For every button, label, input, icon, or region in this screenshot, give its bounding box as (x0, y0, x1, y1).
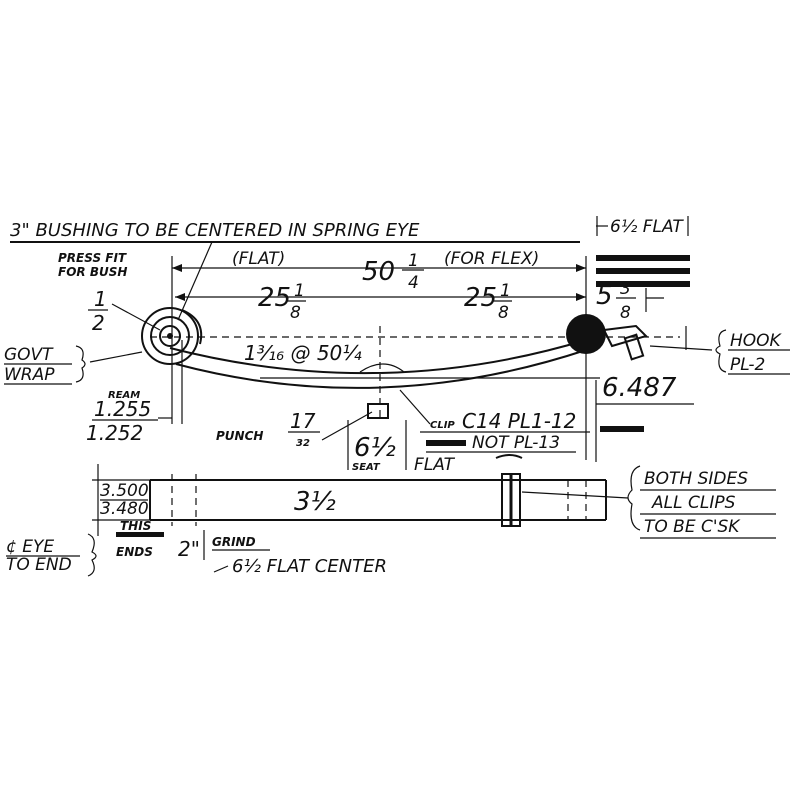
main-leaf-bottom (175, 349, 587, 389)
punch-num: 17 (290, 409, 316, 433)
dim-6487: 6.487 (602, 373, 677, 403)
right-spring-eye (566, 314, 606, 354)
punch-leader (321, 411, 373, 441)
ream-value2: 1.252 (86, 421, 143, 445)
plan-clip-leader (521, 491, 629, 499)
this-ends-line2: ENDS (116, 545, 153, 559)
both-sides-line1: BOTH SIDES (644, 469, 748, 489)
punch-den: 32 (296, 438, 310, 449)
arch-note: 1³⁄₁₆ @ 50¼ (244, 341, 362, 365)
hook-body (602, 324, 648, 348)
half-arrow-right (576, 293, 586, 301)
clip-leader (399, 389, 431, 425)
center-seat (367, 403, 389, 419)
half-right-num: 1 (500, 281, 511, 301)
eye-size-leader (111, 303, 161, 331)
half-left-whole: 25 (258, 283, 291, 313)
ream-label: REAM (108, 390, 140, 401)
hook-note-line2: PL-2 (730, 355, 765, 375)
half-left-num: 1 (294, 281, 305, 301)
right-dim-num: 3 (620, 279, 631, 299)
this-ends-bar (116, 532, 164, 537)
grind-value: 2" (178, 537, 200, 561)
overall-length-den: 4 (408, 273, 419, 293)
punch-label: PUNCH (216, 429, 263, 443)
right-dim-whole: 5 (596, 281, 613, 311)
title-leader (177, 241, 213, 321)
flat-center-note: 6½ FLAT CENTER (232, 556, 387, 577)
leaf-mark-bar-2 (596, 268, 690, 274)
clip-mark-bar (426, 440, 466, 446)
seat-flat: FLAT (414, 455, 456, 475)
press-fit-line1: PRESS FIT (58, 251, 127, 265)
overall-length-whole: 50 (362, 257, 395, 287)
hook-clip (623, 333, 645, 361)
center-bolt-arc (359, 363, 405, 373)
seat-value: 6½ (354, 433, 396, 463)
width-value1: 3.500 (100, 481, 149, 501)
overall-length-num: 1 (408, 251, 419, 271)
spring-eye-center (167, 333, 173, 339)
govt-wrap-brace (75, 345, 86, 383)
eye-to-end-line1: ¢ EYE (6, 537, 54, 557)
title-text: 3" BUSHING TO BE CENTERED IN SPRING EYE (10, 220, 420, 241)
half-arrow-left (175, 293, 185, 301)
right-mark-bar (600, 426, 644, 432)
spring-eye-mid (150, 316, 190, 356)
flat-center-arrow (213, 565, 229, 573)
plan-clip-top (495, 454, 523, 459)
half-right-whole: 25 (464, 283, 497, 313)
right-dim-den: 8 (620, 303, 631, 323)
eye-size-num: 1 (94, 287, 107, 311)
half-left-den: 8 (290, 303, 301, 323)
spring-eye-wrap (181, 309, 203, 345)
for-flex-label: (FOR FLEX) (444, 249, 539, 269)
hook-note-line1: HOOK (730, 331, 783, 351)
govt-wrap-leader (89, 351, 143, 363)
clip-not-text: NOT PL-13 (472, 433, 560, 453)
grind-label: GRIND (212, 535, 256, 549)
this-ends-line1: THIS (120, 519, 151, 533)
both-sides-line3: TO BE C'SK (644, 517, 741, 537)
hook-leader (649, 345, 713, 351)
main-leaf-top (169, 339, 587, 375)
govt-wrap-line1: GOVT (4, 345, 54, 365)
clip-label: CLIP (430, 420, 455, 431)
spring-eye-inner (159, 325, 181, 347)
both-sides-line2: ALL CLIPS (651, 493, 736, 513)
both-sides-brace (627, 465, 641, 531)
flat-label: (FLAT) (232, 249, 285, 269)
flat-top-note: 6½ FLAT (610, 217, 684, 237)
govt-wrap-line2: WRAP (4, 365, 55, 385)
width-value2: 3.480 (100, 499, 149, 519)
overall-arrow-left (172, 264, 182, 272)
leaf-mark-bar-3 (596, 281, 690, 287)
ream-value1: 1.255 (94, 397, 151, 421)
eye-size-den: 2 (92, 311, 105, 335)
eye-to-end-line2: TO END (6, 555, 72, 575)
hook-brace (715, 329, 727, 373)
eye-to-end-brace (87, 533, 97, 577)
half-right-den: 8 (498, 303, 509, 323)
press-fit-line2: FOR BUSH (58, 265, 127, 279)
width-center: 3½ (294, 487, 336, 517)
seat-label: SEAT (352, 462, 381, 473)
overall-arrow-right (576, 264, 586, 272)
leaf-mark-bar-1 (596, 255, 690, 261)
clip-text: C14 PL1-12 (462, 409, 576, 433)
spring-eye-outer (141, 307, 199, 365)
